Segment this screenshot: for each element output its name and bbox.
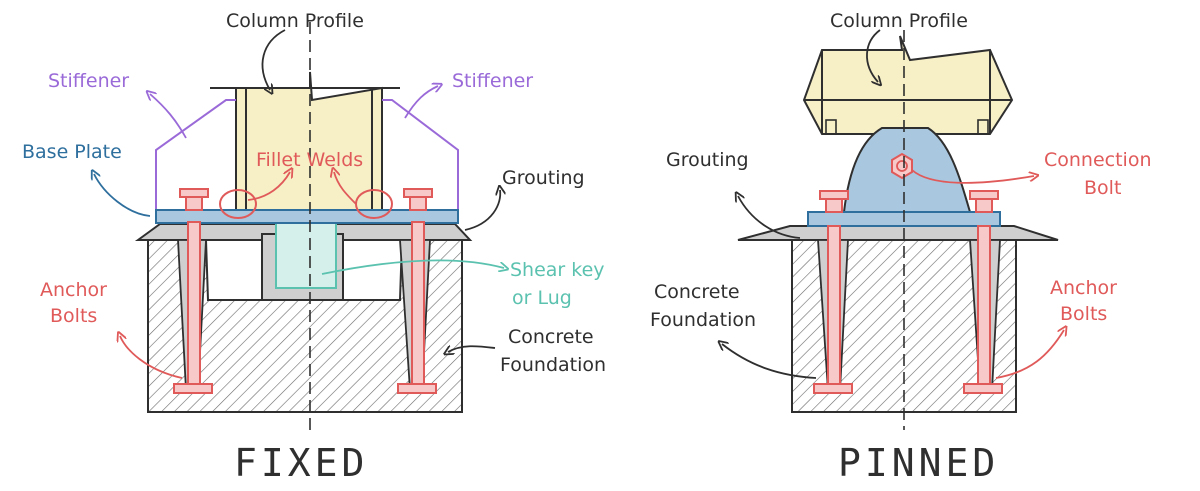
shear-key [275, 221, 337, 289]
stiffener-left [155, 99, 236, 210]
anchor-bolt-leader-left [120, 336, 183, 379]
label-column-profile: Column Profile [226, 10, 364, 32]
anchor-bolt-left [173, 188, 213, 394]
connection-bolt [891, 152, 913, 180]
anchor-bolt-leader-pinned [995, 330, 1064, 379]
column-profile-leader-pinned [866, 29, 880, 82]
weld-leader-left [247, 172, 290, 201]
label-connection-bolt-line2: Bolt [1084, 177, 1121, 199]
base-plate-leader [94, 174, 151, 217]
label-shear-key-line1: Shear key [510, 259, 605, 281]
grouting-leader [464, 190, 500, 231]
stiffener-right [382, 99, 459, 210]
connection-bolt-leader [911, 169, 1034, 184]
label-anchor-bolts-pinned-line1: Anchor [1050, 277, 1117, 299]
label-grouting-pinned: Grouting [666, 149, 749, 171]
label-concrete-line1: Concrete [508, 326, 594, 348]
pinned-connection: Column Profile Grouting Connection Bolt … [650, 10, 1152, 485]
concrete-leader-pinned [722, 344, 817, 379]
column-profile [210, 71, 400, 211]
base-plate [155, 209, 459, 224]
column-profile-pinned [802, 35, 1014, 135]
grouting-leader-pinned [738, 196, 801, 239]
anchor-bolt-left-pinned [813, 190, 853, 394]
label-column-profile-pinned: Column Profile [830, 10, 968, 32]
label-concrete-pinned-line1: Concrete [654, 281, 740, 303]
label-anchor-bolts-pinned-line2: Bolts [1060, 303, 1107, 325]
label-fillet-welds: Fillet Welds [256, 149, 363, 171]
stiffener-left-leader [150, 94, 187, 139]
label-base-plate: Base Plate [22, 141, 122, 163]
column-profile-leader [261, 29, 286, 90]
anchor-bolt-right-pinned [963, 190, 1003, 394]
label-stiffener-left: Stiffener [48, 70, 129, 92]
shear-key-leader [321, 259, 504, 275]
fixed-connection: Column Profile Stiffener Stiffener Base … [22, 10, 606, 485]
concrete-leader-left [448, 346, 496, 352]
weld-leader-right [334, 172, 357, 205]
label-stiffener-right: Stiffener [452, 70, 533, 92]
anchor-bolt-right [397, 188, 437, 394]
label-anchor-bolts-line1: Anchor [40, 279, 107, 301]
label-concrete-pinned-line2: Foundation [650, 309, 756, 331]
label-shear-key-line2: or Lug [512, 287, 572, 309]
label-connection-bolt-line1: Connection [1044, 149, 1152, 171]
label-grouting: Grouting [502, 167, 585, 189]
title-pinned: PINNED [838, 441, 999, 485]
concrete-foundation-pinned [737, 225, 1059, 413]
label-anchor-bolts-line2: Bolts [50, 305, 97, 327]
weld-marker-left [219, 189, 257, 219]
title-fixed: FIXED [234, 441, 368, 485]
stiffener-right-leader [404, 86, 438, 119]
label-concrete-line2: Foundation [500, 354, 606, 376]
grout-layer-pinned [737, 225, 1059, 241]
